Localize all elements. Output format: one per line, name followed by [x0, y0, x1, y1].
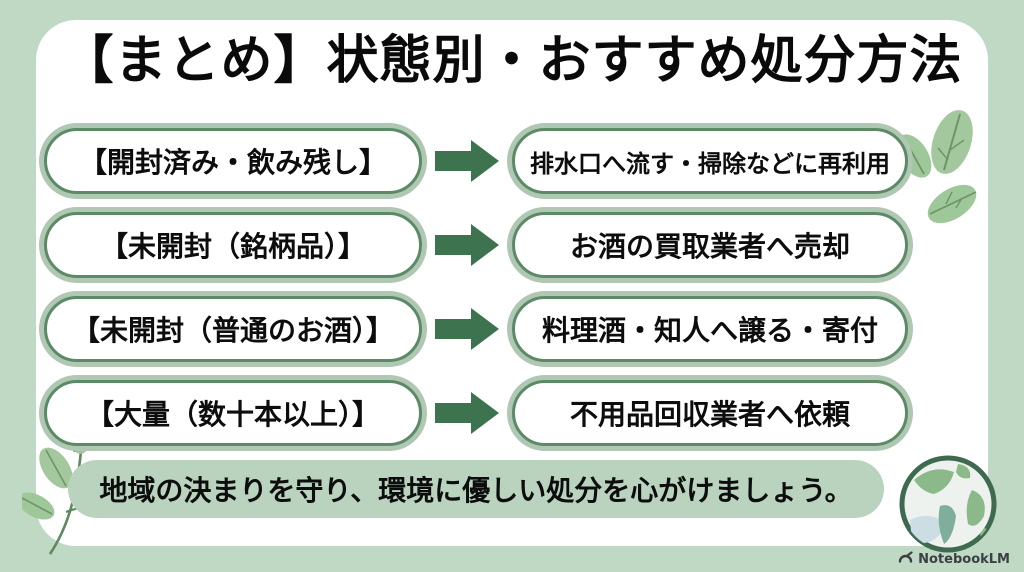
footer-note: 地域の決まりを守り、環境に優しい処分を心がけましょう。	[99, 474, 853, 507]
footer-note-banner: 地域の決まりを守り、環境に優しい処分を心がけましょう。	[68, 460, 884, 518]
condition-pill: 【開封済み・飲み残し】	[44, 128, 422, 194]
method-label: お酒の買取業者へ売却	[569, 230, 850, 263]
right-arrow-icon	[431, 135, 503, 187]
globe-icon	[896, 452, 1000, 560]
condition-label: 【大量（数十本以上）】	[85, 398, 380, 431]
right-arrow-icon	[431, 219, 503, 271]
method-pill: 料理酒・知人へ譲る・寄付	[512, 296, 908, 362]
method-label: 不用品回収業者へ依頼	[569, 398, 850, 431]
method-pill: お酒の買取業者へ売却	[512, 212, 908, 278]
brand-badge: NotebookLM	[898, 551, 1010, 567]
method-pill: 不用品回収業者へ依頼	[512, 380, 908, 446]
leaf-decoration	[888, 98, 988, 242]
brand-label: NotebookLM	[918, 551, 1010, 567]
condition-label: 【未開封（銘柄品）】	[99, 230, 366, 263]
right-arrow-icon	[431, 303, 503, 355]
condition-pill: 【未開封（銘柄品）】	[44, 212, 422, 278]
method-label: 料理酒・知人へ譲る・寄付	[541, 314, 878, 347]
flow-row-2: 【未開封（銘柄品）】 お酒の買取業者へ売却	[44, 212, 908, 278]
flow-rows: 【開封済み・飲み残し】 排水口へ流す・掃除などに再利用 【未開封（銘柄品）】 お…	[44, 128, 908, 446]
notebooklm-logo-icon	[898, 551, 913, 567]
infographic-card	[36, 20, 988, 546]
flow-row-3: 【未開封（普通のお酒）】 料理酒・知人へ譲る・寄付	[44, 296, 908, 362]
page-title: 【まとめ】状態別・おすすめ処分方法	[61, 31, 963, 91]
method-pill: 排水口へ流す・掃除などに再利用	[512, 128, 908, 194]
right-arrow-icon	[431, 387, 503, 439]
method-label: 排水口へ流す・掃除などに再利用	[530, 149, 890, 178]
condition-label: 【未開封（普通のお酒）】	[71, 314, 394, 347]
condition-label: 【開封済み・飲み残し】	[78, 146, 387, 179]
condition-pill: 【未開封（普通のお酒）】	[44, 296, 422, 362]
flow-row-1: 【開封済み・飲み残し】 排水口へ流す・掃除などに再利用	[44, 128, 908, 194]
flow-row-4: 【大量（数十本以上）】 不用品回収業者へ依頼	[44, 380, 908, 446]
condition-pill: 【大量（数十本以上）】	[44, 380, 422, 446]
